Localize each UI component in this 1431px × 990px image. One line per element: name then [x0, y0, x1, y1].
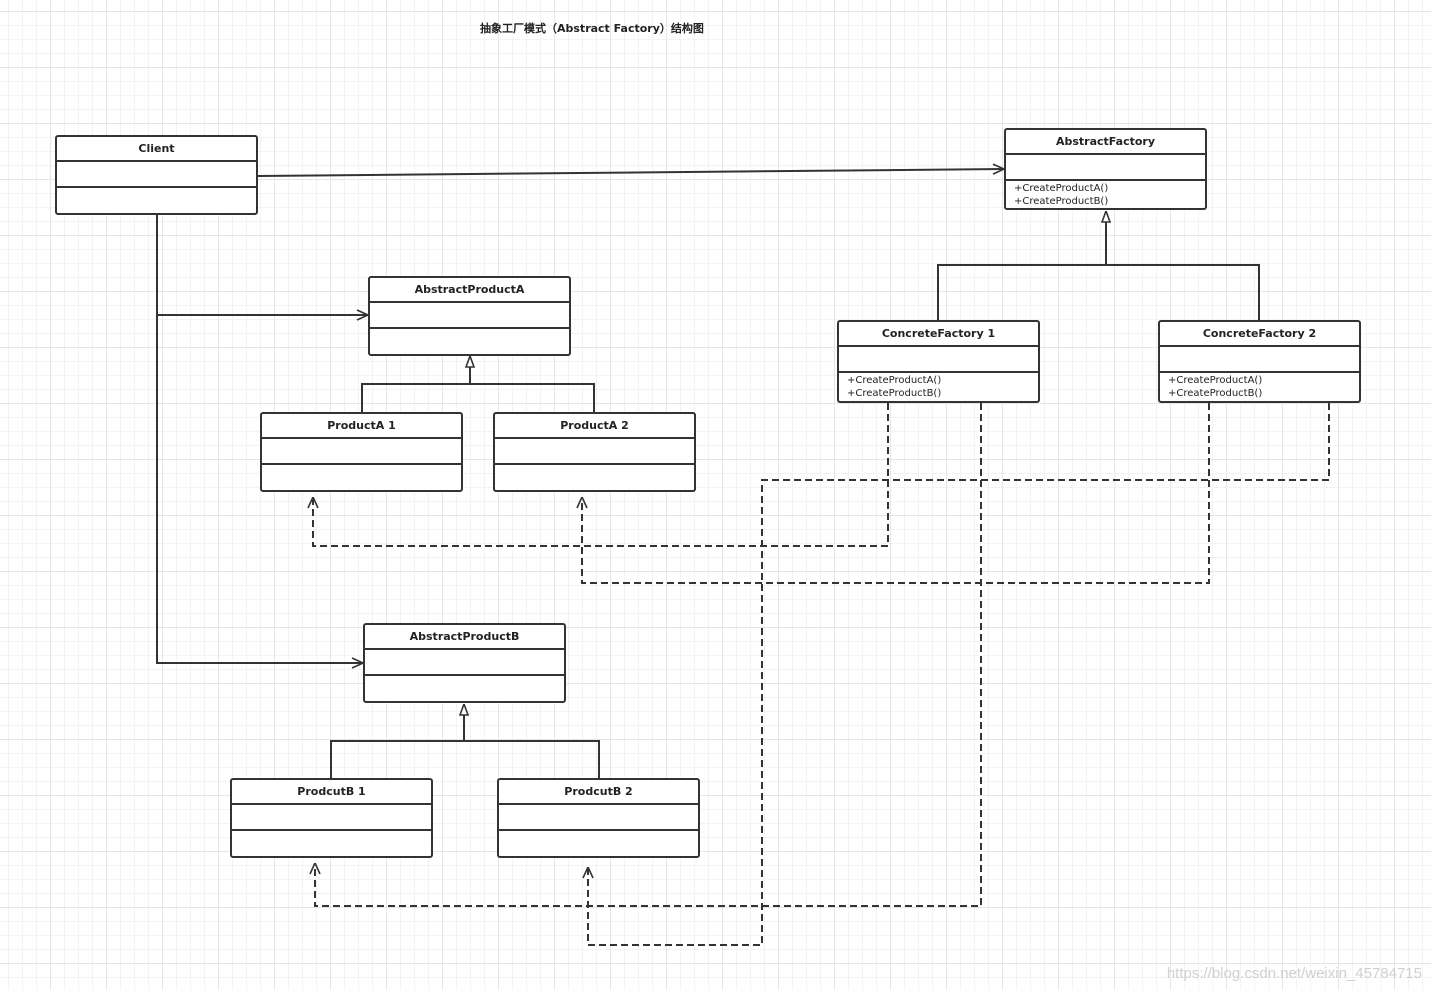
operation-create-product-b: +CreateProductB() [1168, 388, 1263, 399]
class-attributes [1160, 347, 1359, 373]
class-concrete-factory-2[interactable]: ConcreteFactory 2 +CreateProductA() +Cre… [1158, 320, 1361, 403]
class-operations [499, 831, 698, 856]
class-name: Client [57, 137, 256, 162]
association-client-abstractfactory [257, 169, 1004, 177]
class-attributes [1006, 155, 1205, 181]
class-name: ProdcutB 1 [232, 780, 431, 805]
generalization-concretefactory2 [1106, 264, 1260, 321]
class-operations [262, 465, 461, 490]
class-client[interactable]: Client [55, 135, 258, 215]
class-operations: +CreateProductA() +CreateProductB() [1160, 373, 1359, 401]
generalization-concretefactory1 [937, 264, 1106, 321]
class-operations [365, 676, 564, 701]
class-operations [232, 831, 431, 856]
class-product-a1[interactable]: ProductA 1 [260, 412, 463, 492]
class-name: ProductA 1 [262, 414, 461, 439]
class-concrete-factory-1[interactable]: ConcreteFactory 1 +CreateProductA() +Cre… [837, 320, 1040, 403]
operation-create-product-a: +CreateProductA() [847, 375, 942, 386]
class-name: AbstractProductB [365, 625, 564, 650]
class-name: ProductA 2 [495, 414, 694, 439]
diagram-title: 抽象工厂模式（Abstract Factory）结构图 [480, 22, 704, 35]
class-attributes [232, 805, 431, 831]
class-product-a2[interactable]: ProductA 2 [493, 412, 696, 492]
dependency-cf1-productb1 [315, 403, 982, 907]
dependency-cf2-producta2 [582, 403, 1210, 584]
class-operations [57, 188, 256, 213]
operation-create-product-a: +CreateProductA() [1168, 375, 1263, 386]
generalization-producta2 [470, 383, 595, 413]
class-attributes [499, 805, 698, 831]
class-attributes [495, 439, 694, 465]
class-name: ProdcutB 2 [499, 780, 698, 805]
class-operations [370, 329, 569, 354]
class-operations [495, 465, 694, 490]
generalization-producta1 [361, 383, 470, 413]
class-attributes [262, 439, 461, 465]
class-name: AbstractFactory [1006, 130, 1205, 155]
dependency-cf2-productb2 [588, 403, 1330, 946]
operation-create-product-a: +CreateProductA() [1014, 183, 1109, 194]
operation-create-product-b: +CreateProductB() [847, 388, 942, 399]
class-attributes [839, 347, 1038, 373]
class-name: ConcreteFactory 2 [1160, 322, 1359, 347]
association-client-abstractproductb [156, 315, 363, 663]
class-operations: +CreateProductA() +CreateProductB() [1006, 181, 1205, 208]
class-abstract-product-b[interactable]: AbstractProductB [363, 623, 566, 703]
class-product-b2[interactable]: ProdcutB 2 [497, 778, 700, 858]
generalization-productb2 [464, 740, 600, 779]
class-operations: +CreateProductA() +CreateProductB() [839, 373, 1038, 401]
watermark: https://blog.csdn.net/weixin_45784715 [1166, 965, 1422, 982]
dependency-cf1-producta1 [313, 403, 889, 547]
class-attributes [57, 162, 256, 188]
class-name: ConcreteFactory 1 [839, 322, 1038, 347]
class-attributes [370, 303, 569, 329]
class-attributes [365, 650, 564, 676]
operation-create-product-b: +CreateProductB() [1014, 196, 1109, 207]
class-product-b1[interactable]: ProdcutB 1 [230, 778, 433, 858]
class-abstract-factory[interactable]: AbstractFactory +CreateProductA() +Creat… [1004, 128, 1207, 210]
association-client-abstractproducta [156, 215, 368, 315]
generalization-productb1 [330, 740, 464, 779]
class-abstract-product-a[interactable]: AbstractProductA [368, 276, 571, 356]
class-name: AbstractProductA [370, 278, 569, 303]
